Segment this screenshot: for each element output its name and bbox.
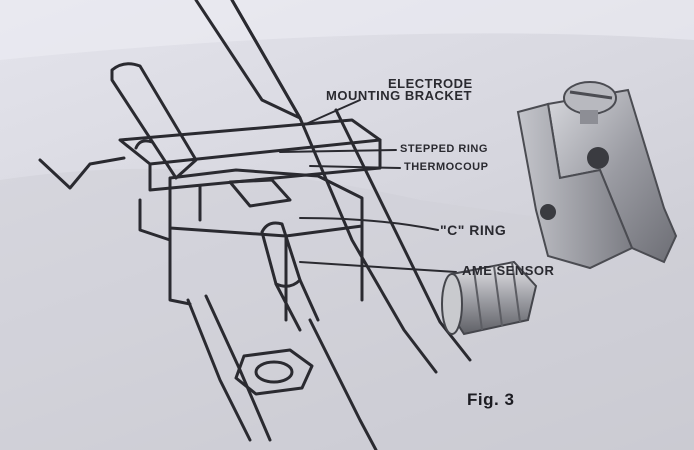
label-stepped-ring: STEPPED RING (400, 143, 488, 155)
label-flame-sensor: AME SENSOR (462, 263, 555, 278)
label-electrode-line2: MOUNTING BRACKET (326, 88, 472, 103)
figure-caption: Fig. 3 (467, 390, 515, 409)
label-electrode-line1: ELECTRODE (388, 76, 473, 91)
label-c-ring: "C" RING (440, 222, 507, 238)
label-thermocouple: THERMOCOUP (404, 161, 489, 173)
